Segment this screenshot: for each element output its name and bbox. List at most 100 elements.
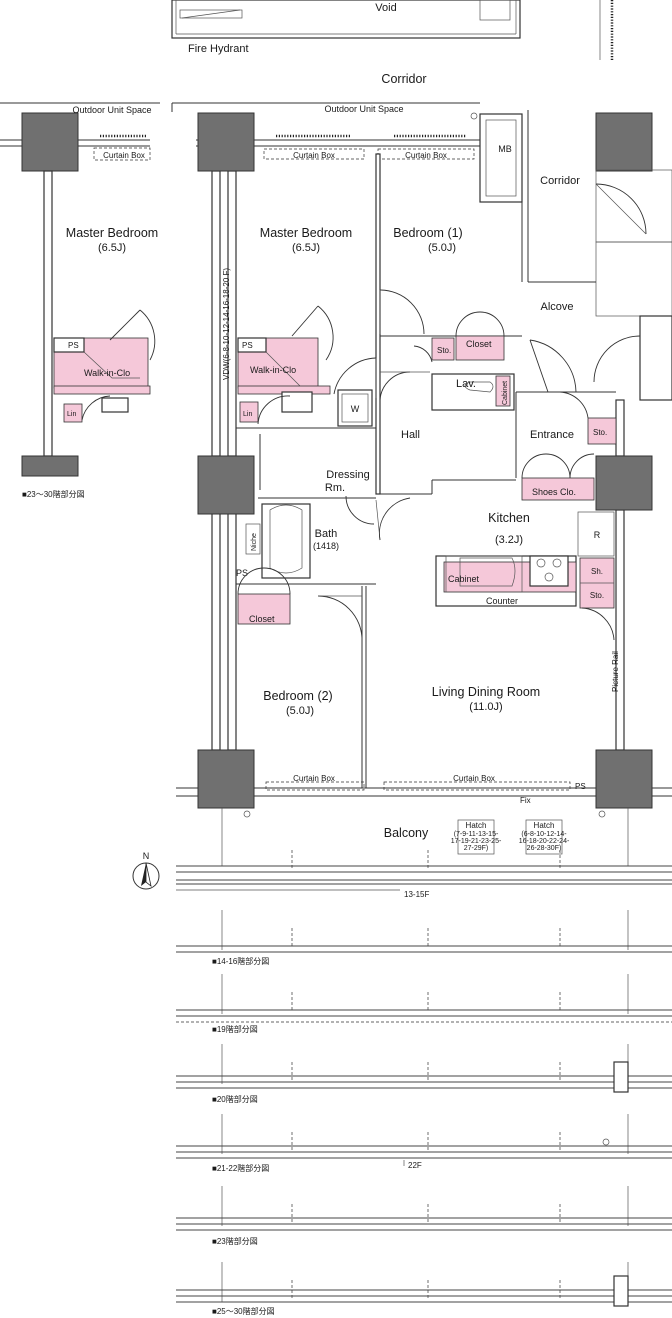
kitchen-size: (3.2J) [495,534,523,546]
left-lin-label: Lin [67,411,76,418]
kitchen [380,479,615,641]
floor-strip-23 [176,1186,672,1231]
hatch1-floors-2: 17-19-21-23-25- [451,838,502,845]
hatch2-floors-3: 26-28-30F) [527,845,562,852]
bedroom2-label: Bedroom (2) [263,689,332,703]
bath-label: Bath [315,528,338,540]
vdw-label: VDW(6-8-10-12-14-16-18-20 F) [222,268,231,380]
refrigerator-label: R [594,530,601,540]
north-arrow-icon [132,862,160,890]
entrance-label: Entrance [530,429,574,441]
mb-label: MB [498,144,512,154]
column [595,749,653,809]
curtain-box-left-label: Curtain Box [103,151,145,160]
hatch1-label: Hatch [466,821,487,830]
caption-19: ■19階部分図 [212,1024,258,1034]
caption-14-16: ■14-16階部分図 [212,956,269,966]
storage-label: Sto. [437,346,451,355]
left-master-bedroom-label: Master Bedroom [66,226,158,240]
caption-23-30: ■23～30階部分図 [22,489,85,499]
hatch2-label: Hatch [534,821,555,830]
bath-size: (1418) [313,541,339,551]
floor-22-label: 22F [408,1161,422,1170]
column [21,112,79,172]
fix-label: Fix [520,796,531,805]
bedroom2-fixtures [237,567,367,788]
master-bedroom-size: (6.5J) [292,242,320,254]
niche-label: Niche [251,533,258,551]
ldr-size: (11.0J) [469,701,502,713]
kitchen-label: Kitchen [488,511,530,525]
column [21,455,79,477]
walk-in-closet-label: Walk-in-Clo [250,365,296,375]
ldr-label: Living Dining Room [432,685,540,699]
master-bedroom-label: Master Bedroom [260,226,352,240]
bedroom1-size: (5.0J) [428,242,456,254]
outdoor-unit-main-label: Outdoor Unit Space [324,104,403,114]
ldr-ps-label: PS [575,782,586,791]
curtain-box-bed2-label: Curtain Box [293,774,335,783]
balcony-label: Balcony [384,826,429,840]
column [197,455,255,515]
left-master-bedroom-size: (6.5J) [98,242,126,254]
floor-strip-21-22 [176,1114,672,1166]
curtain-box-ldr-label: Curtain Box [453,774,495,783]
void-area [171,0,614,60]
left-walk-in-label: Walk-in-Clo [84,368,130,378]
ps-label: PS [242,341,253,350]
washer-label: W [351,404,360,414]
lav-cabinet-label: Cabinet [502,381,509,405]
caption-23: ■23階部分図 [212,1236,258,1246]
mb-shaft [470,110,529,282]
kitchen-cabinet-label: Cabinet [448,574,480,584]
outdoor-unit-left-label: Outdoor Unit Space [72,105,151,115]
north-label: N [143,851,150,861]
balcony [176,808,672,891]
caption-25-30: ■25～30階部分図 [212,1306,275,1316]
caption-21-22: ■21-22階部分図 [212,1163,269,1173]
hall-label: Hall [401,429,420,441]
hatch2-floors-1: (6-8-10-12-14- [521,831,567,838]
entrance [515,391,617,501]
walk-in-closet [237,305,377,398]
floor-strip-20 [176,1044,672,1093]
bedroom1-label: Bedroom (1) [393,226,462,240]
bedroom2-size: (5.0J) [286,705,314,717]
kitchen-storage-label: Sto. [590,591,604,600]
hatch1-floors-1: (7-9-11-13-15- [454,831,499,838]
dressing-room [236,389,376,490]
corridor-top-label: Corridor [381,72,426,86]
closet-label: Closet [466,339,492,349]
fire-hydrant-label: Fire Hydrant [188,43,249,55]
lin-label: Lin [243,411,252,418]
curtain-box-master-label: Curtain Box [293,151,335,160]
counter-label: Counter [486,596,518,606]
entrance-storage-label: Sto. [593,428,607,437]
column [595,455,653,511]
floor-strip-25-30 [176,1262,672,1307]
bedroom2-closet-label: Closet [249,614,275,624]
main-unit-walls [171,102,672,809]
hatch2-floors-2: 16-18-20-22-24- [519,838,570,845]
corridor-doors [528,169,672,401]
lav-label: Lav. [456,378,476,390]
void-label: Void [375,2,396,14]
left-ps-label: PS [68,341,79,350]
kitchen-shelf-label: Sh. [591,567,603,576]
bath-ps-label: PS [236,568,248,578]
caption-20: ■20階部分図 [212,1094,258,1104]
curtain-box-bed1-label: Curtain Box [405,151,447,160]
dressing-room-label2: Rm. [325,482,345,494]
floor-strip-19 [176,974,672,1023]
picture-rail-label: Picture Rail [611,651,620,692]
bedroom1-fixtures [379,289,522,363]
left-partial-plan [0,102,160,477]
lavatory [379,371,515,411]
floor-13-15-label: 13-15F [404,890,429,899]
corridor-right-label: Corridor [540,175,580,187]
dressing-room-label: Dressing [326,469,369,481]
shoes-closet-label: Shoes Clo. [532,487,576,497]
bathroom [236,495,411,585]
column [595,112,653,172]
